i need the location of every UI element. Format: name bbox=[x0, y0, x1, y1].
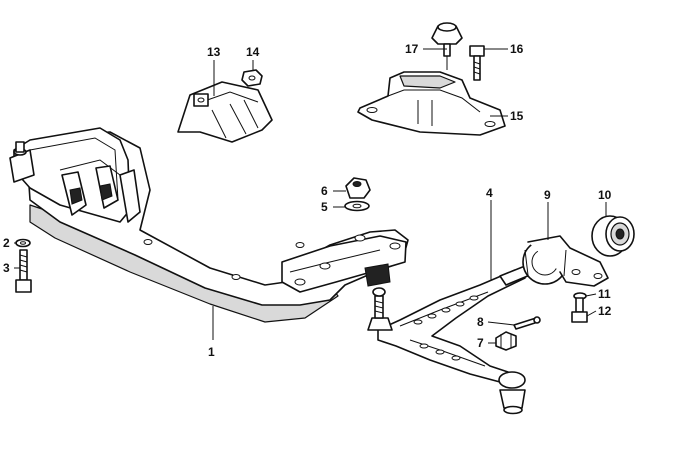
callout-8: 8 bbox=[477, 315, 484, 329]
callout-12: 12 bbox=[598, 304, 612, 318]
bushing-bracket-9 bbox=[522, 235, 609, 287]
callout-11: 11 bbox=[598, 287, 611, 301]
nut-14 bbox=[241, 69, 263, 87]
callout-13: 13 bbox=[207, 45, 221, 59]
callout-10: 10 bbox=[598, 188, 612, 202]
rubber-stop-17 bbox=[431, 22, 463, 57]
leader-lines bbox=[14, 48, 607, 344]
washer-2 bbox=[15, 238, 31, 248]
callout-14: 14 bbox=[246, 45, 260, 59]
callout-5: 5 bbox=[321, 200, 328, 214]
callout-9: 9 bbox=[544, 188, 551, 202]
front-axle-carrier bbox=[9, 127, 409, 323]
callout-6: 6 bbox=[321, 184, 328, 198]
rubber-bushing-10 bbox=[591, 215, 635, 257]
callout-4: 4 bbox=[486, 186, 493, 200]
bolt-12 bbox=[571, 297, 588, 323]
callout-3: 3 bbox=[3, 261, 10, 275]
nut-6 bbox=[345, 177, 371, 199]
callout-16: 16 bbox=[510, 42, 524, 56]
callout-15: 15 bbox=[510, 109, 524, 123]
washer-5 bbox=[344, 200, 370, 212]
callout-7: 7 bbox=[477, 336, 484, 350]
bracket-13 bbox=[177, 81, 273, 143]
bolt-16 bbox=[469, 45, 485, 81]
mount-bracket-15 bbox=[357, 71, 506, 136]
cotter-pin-8 bbox=[513, 316, 541, 330]
callout-2: 2 bbox=[3, 236, 10, 250]
bolt-3 bbox=[15, 249, 32, 293]
castle-nut-7 bbox=[495, 331, 517, 351]
callout-17: 17 bbox=[405, 42, 419, 56]
callout-1: 1 bbox=[208, 345, 215, 359]
control-arm-4 bbox=[367, 265, 531, 415]
